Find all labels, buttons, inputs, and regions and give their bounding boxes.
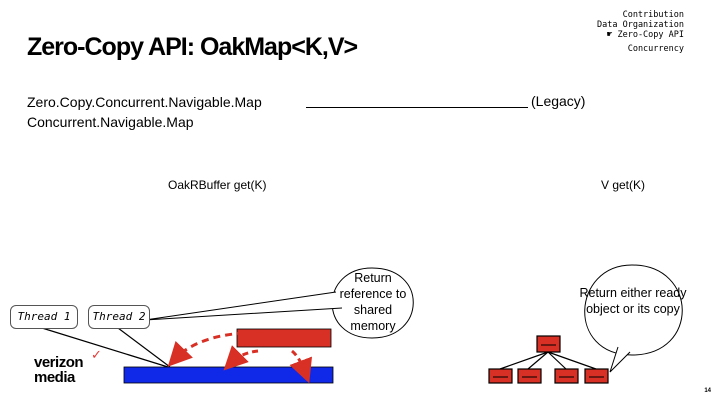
zero-copy-api-name: Zero.Copy.Concurrent.Navigable.Map bbox=[27, 94, 262, 110]
callout-right-text: Return either ready object or its copy bbox=[579, 286, 687, 316]
callout-left-text: Return reference to shared memory bbox=[339, 271, 407, 333]
callout-pointer-right bbox=[609, 346, 631, 373]
pointing-hand-icon: ☛ bbox=[606, 30, 613, 40]
tree-edge bbox=[499, 351, 549, 370]
check-mark-icon: ✓ bbox=[91, 347, 102, 362]
callout-bubble-right bbox=[584, 264, 683, 356]
tree-root-node bbox=[536, 335, 561, 353]
agenda-item-label: Zero-Copy API bbox=[617, 30, 684, 40]
zero-copy-get-signature: OakRBuffer get(K) bbox=[168, 178, 267, 192]
tree-edge bbox=[547, 351, 567, 370]
agenda-item-concurrency: Concurrency bbox=[627, 44, 684, 54]
reference-arrow-2 bbox=[223, 345, 259, 371]
agenda-item-contribution: Contribution bbox=[622, 10, 684, 20]
tree-leaf-node bbox=[584, 368, 609, 384]
divider-line bbox=[306, 107, 528, 108]
thread1-arrow bbox=[41, 327, 169, 368]
legacy-label: (Legacy) bbox=[531, 93, 586, 109]
slide-title: Zero-Copy API: OakMap<K,V> bbox=[27, 33, 358, 61]
thread-2-box: Thread 2 bbox=[88, 305, 150, 329]
logo-media: media bbox=[34, 369, 75, 386]
tree-leaf-node bbox=[488, 368, 513, 384]
shared-buffer bbox=[123, 366, 334, 384]
tree-leaf-node bbox=[554, 368, 579, 384]
tree-edge bbox=[527, 351, 549, 370]
callout-bubble-left bbox=[331, 267, 414, 339]
tree-leaf-node bbox=[517, 368, 542, 384]
thread2-arrow bbox=[117, 327, 171, 368]
page-number: 14 bbox=[704, 388, 711, 394]
reference-arrow-1 bbox=[167, 331, 269, 367]
reference-arrow-3 bbox=[289, 349, 313, 384]
agenda-item-zero-copy-api: ☛ Zero-Copy API bbox=[607, 30, 684, 40]
legacy-get-signature: V get(K) bbox=[601, 178, 646, 192]
value-block bbox=[236, 328, 332, 348]
logo-verizon: verizon bbox=[34, 354, 84, 371]
agenda-item-data-organization: Data Organization bbox=[597, 20, 684, 30]
tree-edge bbox=[547, 351, 597, 370]
callout-pointer-left bbox=[144, 291, 343, 321]
legacy-api-name: Concurrent.Navigable.Map bbox=[27, 114, 194, 130]
thread-1-box: Thread 1 bbox=[10, 305, 78, 329]
